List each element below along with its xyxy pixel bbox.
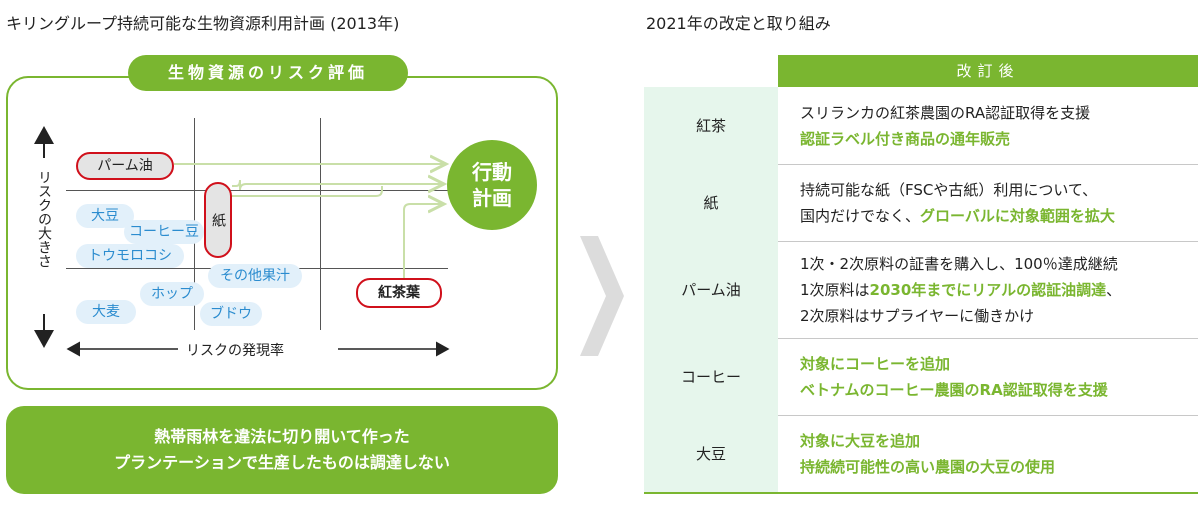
description-text: 1次・2次原料の証書を購入し、100％達成継続 xyxy=(800,254,1118,273)
table-row-divider xyxy=(644,164,1198,165)
table-description-cell: スリランカの紅茶農園のRA認証取得を支援認証ラベル付き商品の通年販売 xyxy=(800,87,1198,164)
connector-paper-alt xyxy=(232,186,383,197)
risk-diagram-lines xyxy=(34,126,450,357)
risk-item-tea-leaf: 紅茶葉 xyxy=(356,278,442,308)
description-line: 対象に大豆を追加 xyxy=(800,428,1198,454)
description-text: 1次原料は xyxy=(800,280,870,299)
highlight-text: 2030年までにリアルの認証油調達 xyxy=(869,280,1107,299)
table-category-cell: 紙 xyxy=(644,164,778,241)
risk-item-soybean: 大豆 xyxy=(76,204,134,228)
left-heading: キリングループ持続可能な生物資源利用計画 (2013年) xyxy=(6,14,400,33)
policy-line-2: プランテーションで生産したものは調達しない xyxy=(114,453,450,472)
risk-item-grape: ブドウ xyxy=(200,302,262,326)
risk-item-paper: 紙 xyxy=(204,182,232,258)
action-plan-line-2: 計画 xyxy=(472,186,512,210)
x-axis-label: リスクの発現率 xyxy=(186,343,284,359)
action-plan-circle: 行動 計画 xyxy=(447,140,537,230)
table-category-cell: パーム油 xyxy=(644,241,778,338)
highlight-text: 対象に大豆を追加 xyxy=(800,431,921,450)
table-description-cell: 持続可能な紙（FSCや古紙）利用について、国内だけでなく、グローバルに対象範囲を… xyxy=(800,164,1198,241)
table-header-revised: 改訂後 xyxy=(778,55,1198,87)
risk-item-coffee-bean: コーヒー豆 xyxy=(124,220,204,244)
table-description-cell: 対象にコーヒーを追加ベトナムのコーヒー農園のRA認証取得を支援 xyxy=(800,338,1198,415)
highlight-text: 持続続可能性の高い農園の大豆の使用 xyxy=(800,457,1056,476)
risk-item-other-juice: その他果汁 xyxy=(208,264,302,288)
description-line: 認証ラベル付き商品の通年販売 xyxy=(800,126,1198,152)
highlight-text: ベトナムのコーヒー農園のRA認証取得を支援 xyxy=(800,380,1108,399)
risk-assessment-title: 生物資源のリスク評価 xyxy=(128,55,408,91)
description-line: スリランカの紅茶農園のRA認証取得を支援 xyxy=(800,100,1198,126)
action-plan-line-1: 行動 xyxy=(472,160,512,184)
description-line: 国内だけでなく、グローバルに対象範囲を拡大 xyxy=(800,203,1198,229)
table-row-divider xyxy=(644,415,1198,416)
table-category-cell: コーヒー xyxy=(644,338,778,415)
chevron-right-icon xyxy=(580,236,624,356)
description-line: 1次原料は2030年までにリアルの認証油調達、 xyxy=(800,277,1198,303)
description-text: 2次原料はサプライヤーに働きかけ xyxy=(800,306,1035,325)
policy-line-1: 熱帯雨林を違法に切り開いて作った xyxy=(154,427,410,446)
risk-item-hops: ホップ xyxy=(140,282,204,306)
description-line: 2次原料はサプライヤーに働きかけ xyxy=(800,303,1198,329)
description-line: 対象にコーヒーを追加 xyxy=(800,351,1198,377)
grid-line-vertical-2 xyxy=(320,118,321,330)
description-line: 持続可能な紙（FSCや古紙）利用について、 xyxy=(800,177,1198,203)
description-line: ベトナムのコーヒー農園のRA認証取得を支援 xyxy=(800,377,1198,403)
table-description-cell: 対象に大豆を追加持続続可能性の高い農園の大豆の使用 xyxy=(800,415,1198,492)
risk-item-palm-oil: パーム油 xyxy=(76,152,174,180)
risk-item-corn: トウモロコシ xyxy=(76,244,184,268)
highlight-text: 認証ラベル付き商品の通年販売 xyxy=(800,129,1011,148)
connector-tea-leaf xyxy=(403,204,444,278)
description-text: 持続可能な紙（FSCや古紙）利用について、 xyxy=(800,180,1098,199)
connector-paper xyxy=(232,180,444,190)
grid-line-horizontal-1 xyxy=(66,190,448,191)
description-text: スリランカの紅茶農園のRA認証取得を支援 xyxy=(800,103,1091,122)
y-axis-label: リスクの大きさ xyxy=(36,170,52,268)
highlight-text: 対象にコーヒーを追加 xyxy=(800,354,951,373)
procurement-policy-box: 熱帯雨林を違法に切り開いて作った プランテーションで生産したものは調達しない xyxy=(6,406,558,494)
table-row-divider xyxy=(644,492,1198,494)
highlight-text: グローバルに対象範囲を拡大 xyxy=(920,206,1115,225)
table-category-cell: 紅茶 xyxy=(644,87,778,164)
right-heading: 2021年の改定と取り組み xyxy=(646,14,831,33)
description-text: 、 xyxy=(1106,280,1122,299)
table-category-cell: 大豆 xyxy=(644,415,778,492)
table-row-divider xyxy=(644,338,1198,339)
description-text: 国内だけでなく、 xyxy=(800,206,921,225)
description-line: 1次・2次原料の証書を購入し、100％達成継続 xyxy=(800,251,1198,277)
risk-item-barley: 大麦 xyxy=(76,300,136,324)
description-line: 持続続可能性の高い農園の大豆の使用 xyxy=(800,454,1198,480)
table-row-divider xyxy=(644,241,1198,242)
table-description-cell: 1次・2次原料の証書を購入し、100％達成継続 1次原料は2030年までにリアルの… xyxy=(800,241,1198,338)
